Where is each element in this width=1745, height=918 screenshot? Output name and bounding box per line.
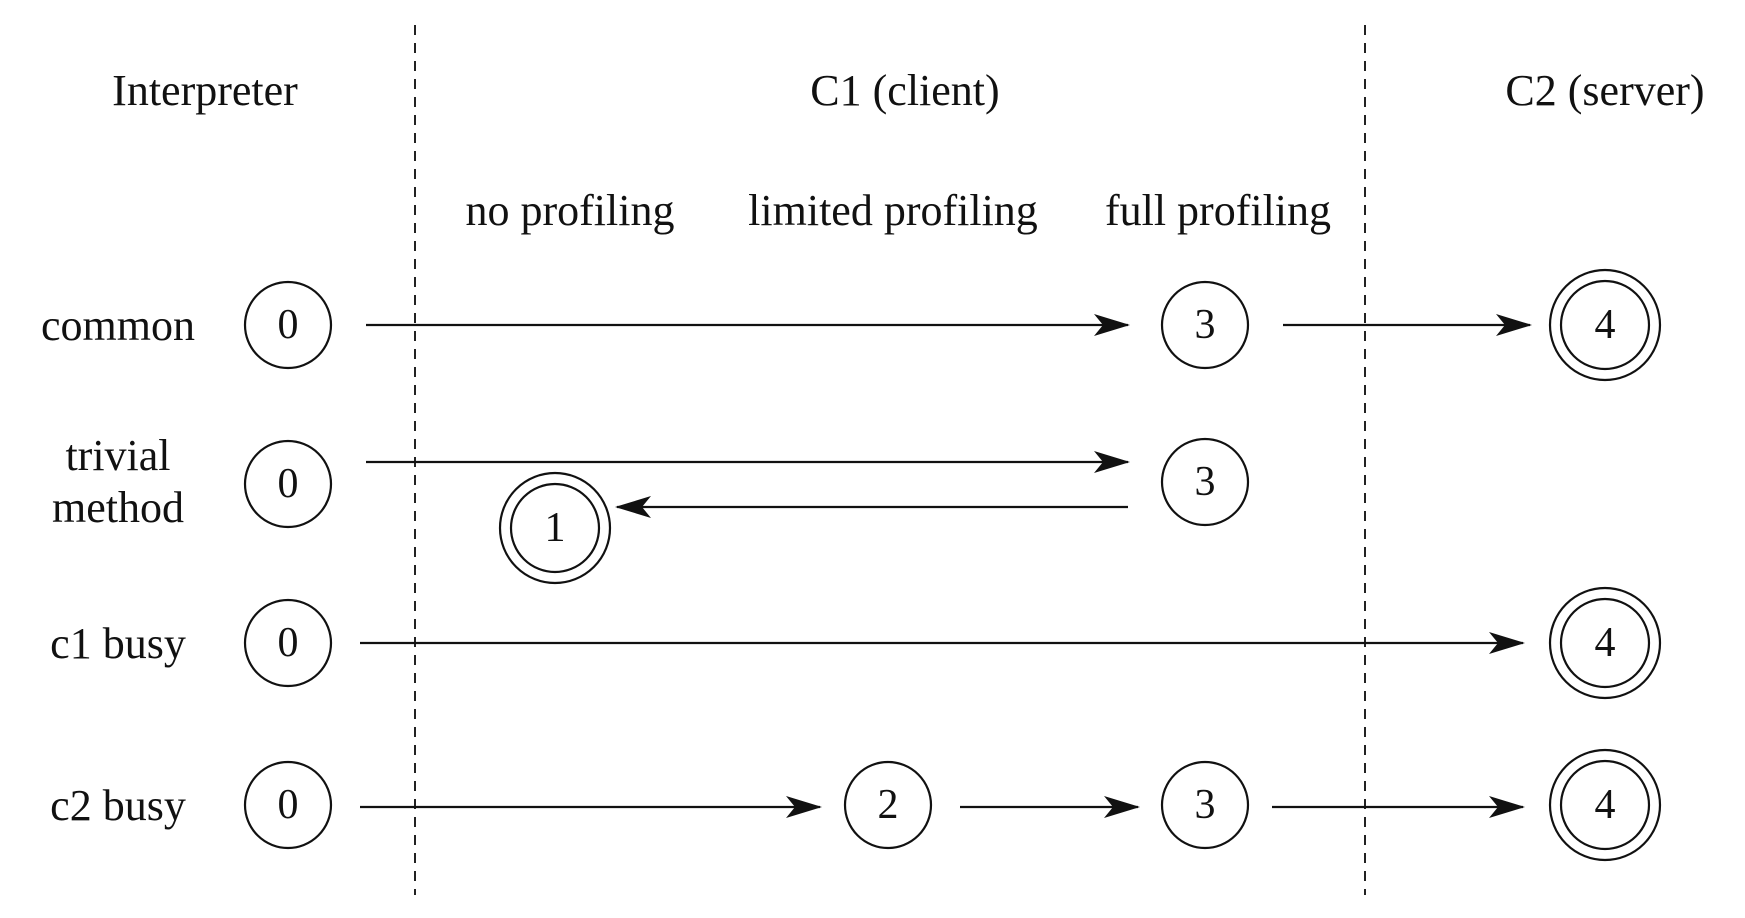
state-c2busy-4-final: 4 xyxy=(1548,748,1662,862)
state-trivial-3: 3 xyxy=(1160,437,1250,527)
state-label: 3 xyxy=(1195,782,1216,828)
state-trivial-0: 0 xyxy=(243,439,333,529)
column-header-c2: C2 (server) xyxy=(1505,66,1704,115)
row-label-trivial-line2: method xyxy=(52,483,184,532)
row-label-trivial-line1: trivial xyxy=(65,431,170,480)
row-c2-busy: 0 2 3 4 xyxy=(243,748,1662,862)
state-c2busy-2: 2 xyxy=(843,760,933,850)
state-common-4-final: 4 xyxy=(1548,268,1662,382)
state-common-0: 0 xyxy=(243,280,333,370)
subheader-no-profiling: no profiling xyxy=(466,186,675,235)
state-label: 3 xyxy=(1195,459,1216,505)
subheader-full-profiling: full profiling xyxy=(1105,186,1331,235)
subheader-limited-profiling: limited profiling xyxy=(748,186,1038,235)
state-label: 2 xyxy=(878,782,899,828)
row-label-common: common xyxy=(41,301,195,350)
column-header-c1: C1 (client) xyxy=(810,66,999,115)
state-label: 4 xyxy=(1595,302,1616,348)
state-label: 0 xyxy=(278,620,299,666)
state-c2busy-0: 0 xyxy=(243,760,333,850)
state-common-3: 3 xyxy=(1160,280,1250,370)
state-c1busy-0: 0 xyxy=(243,598,333,688)
state-c1busy-4-final: 4 xyxy=(1548,586,1662,700)
row-label-c1-busy: c1 busy xyxy=(50,619,186,668)
state-trivial-1-final: 1 xyxy=(498,471,612,585)
state-c2busy-3: 3 xyxy=(1160,760,1250,850)
column-header-interpreter: Interpreter xyxy=(112,66,298,115)
row-common: 0 3 4 xyxy=(243,268,1662,382)
row-c1-busy: 0 4 xyxy=(243,586,1662,700)
state-label: 0 xyxy=(278,782,299,828)
state-label: 4 xyxy=(1595,620,1616,666)
state-label: 4 xyxy=(1595,782,1616,828)
state-label: 0 xyxy=(278,461,299,507)
row-label-c2-busy: c2 busy xyxy=(50,781,186,830)
state-label: 3 xyxy=(1195,302,1216,348)
state-label: 0 xyxy=(278,302,299,348)
state-label: 1 xyxy=(545,505,566,551)
row-trivial-method: 0 3 1 xyxy=(243,437,1250,585)
